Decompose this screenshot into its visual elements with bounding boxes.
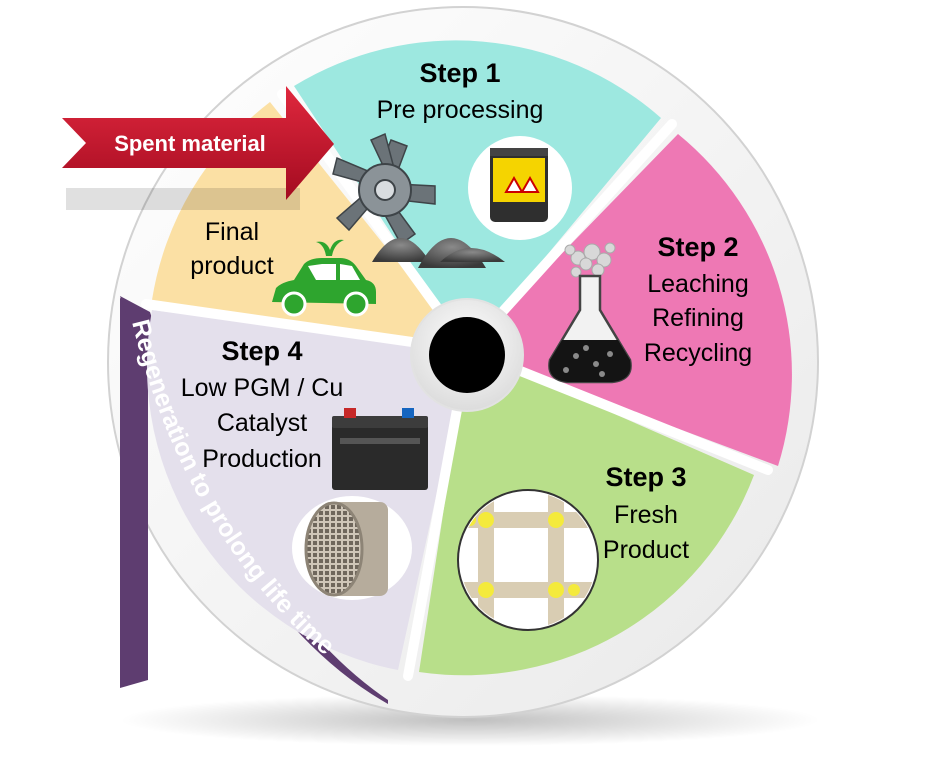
segment-step2[interactable] bbox=[468, 134, 792, 466]
step1-title: Step 1 bbox=[419, 58, 500, 88]
step1-text: Step 1 Pre processing bbox=[377, 58, 544, 124]
battery-icon bbox=[332, 408, 428, 490]
step4-title: Step 4 bbox=[221, 336, 302, 366]
honeycomb-catalyst-icon bbox=[292, 496, 412, 600]
step2-title: Step 2 bbox=[657, 232, 738, 262]
hazard-drum-icon bbox=[468, 136, 572, 240]
disc-shadow bbox=[120, 694, 820, 746]
flask-icon bbox=[548, 242, 632, 384]
car-icon bbox=[272, 239, 376, 317]
step2-line-2: Refining bbox=[652, 304, 744, 332]
step3-line-1: Fresh bbox=[614, 501, 678, 529]
step3-line-2: Product bbox=[603, 536, 689, 564]
step2-line-3: Recycling bbox=[644, 339, 752, 367]
final-line-1: Final bbox=[205, 218, 259, 246]
shredder-blade-icon bbox=[332, 132, 436, 246]
final-product-text: Final product bbox=[190, 218, 273, 280]
spent-material-label: Spent material bbox=[114, 131, 266, 156]
step3-title: Step 3 bbox=[605, 462, 686, 492]
step4-line-1: Low PGM / Cu bbox=[181, 374, 344, 402]
granules-icon bbox=[372, 238, 505, 268]
step3-text: Step 3 Fresh Product bbox=[603, 462, 689, 564]
step2-text: Step 2 Leaching Refining Recycling bbox=[644, 232, 752, 367]
regeneration-band-curve bbox=[120, 296, 388, 704]
step1-line: Pre processing bbox=[377, 96, 544, 124]
hub-center bbox=[429, 317, 505, 393]
step4-text: Step 4 Low PGM / Cu Catalyst Production bbox=[181, 336, 344, 473]
step2-line-1: Leaching bbox=[647, 270, 748, 298]
step4-line-2: Catalyst bbox=[217, 409, 307, 437]
final-line-2: product bbox=[190, 252, 273, 280]
spent-material-arrow[interactable]: Spent material bbox=[62, 86, 334, 210]
step4-line-3: Production bbox=[202, 445, 322, 473]
mesh-icon bbox=[457, 489, 599, 631]
regeneration-band bbox=[120, 298, 148, 688]
